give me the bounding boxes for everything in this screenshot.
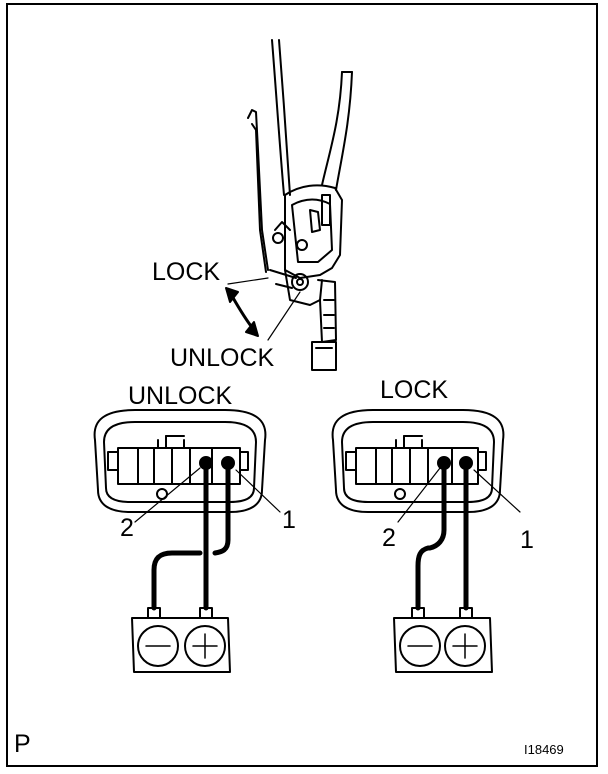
probe-wires-left [151, 463, 231, 611]
page-marker: P [14, 730, 31, 758]
left-panel-title: UNLOCK [128, 382, 233, 410]
probe-wires-right [415, 463, 469, 611]
connector-unlock [93, 409, 267, 513]
left-terminal-2-label: 2 [120, 514, 134, 542]
figure-id: I18469 [524, 742, 564, 757]
door-lock-assembly [227, 39, 353, 371]
right-panel-title: LOCK [380, 376, 449, 404]
battery-right [393, 607, 493, 673]
connector-lock [331, 409, 505, 513]
diagram-frame [6, 3, 598, 767]
lock-label-top: LOCK [152, 258, 221, 286]
probe-tips-right [397, 456, 521, 523]
right-terminal-2-label: 2 [382, 524, 396, 552]
battery-left [131, 607, 231, 673]
left-terminal-1-label: 1 [282, 506, 296, 534]
unlock-label-top: UNLOCK [170, 344, 275, 372]
lock-unlock-arrow [225, 287, 259, 337]
probe-tips-left [134, 456, 281, 523]
right-terminal-1-label: 1 [520, 526, 534, 554]
